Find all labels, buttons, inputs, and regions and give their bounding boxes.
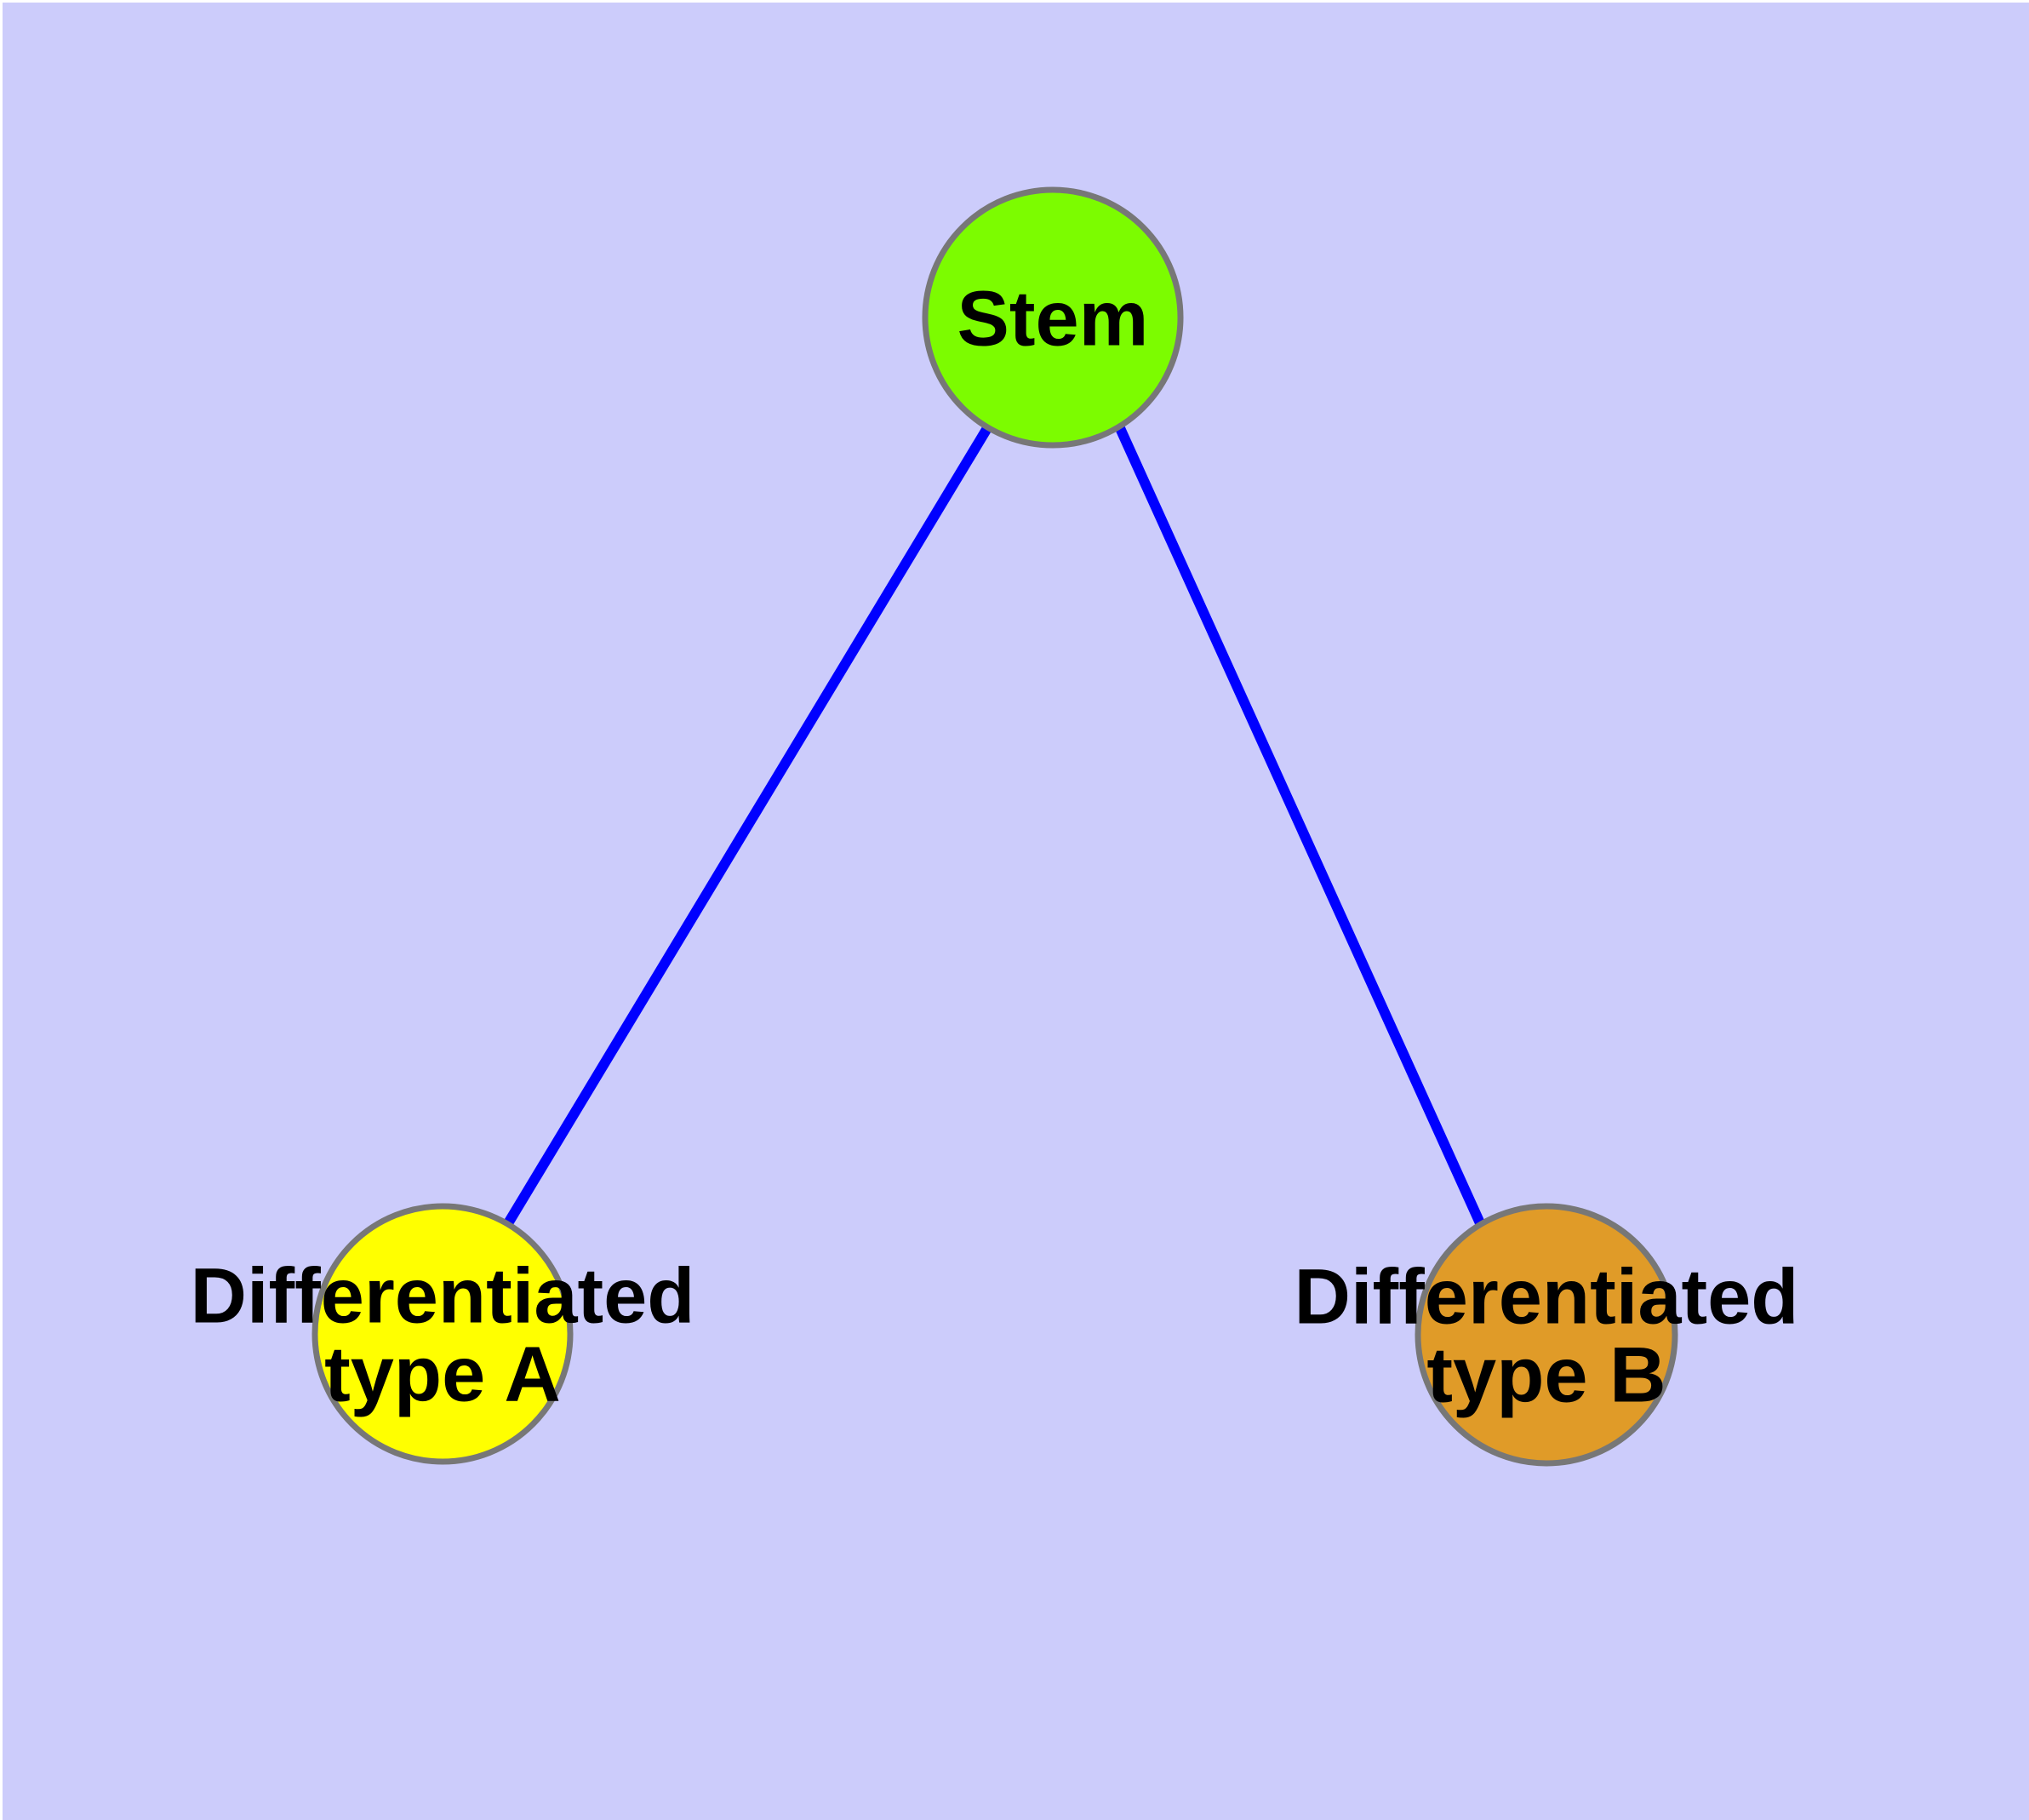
node-circle-diff_a[interactable] [311, 1203, 574, 1465]
node-label-line: type A [324, 1331, 561, 1418]
node-stem[interactable]: Stem [922, 186, 1184, 449]
edge-stem-to-diff-a[interactable] [503, 425, 992, 1227]
node-label-line: Differentiated [191, 1253, 695, 1340]
node-label-line: Differentiated [1295, 1254, 1799, 1341]
edge-stem-to-diff-b[interactable] [1115, 426, 1486, 1228]
node-circle-diff_b[interactable] [1415, 1203, 1678, 1467]
node-label-line: type B [1426, 1332, 1666, 1419]
edges-layer [503, 425, 1486, 1228]
node-label-line: Stem [957, 276, 1149, 363]
node-circle-stem[interactable] [922, 186, 1184, 449]
node-label-stem: Stem [957, 276, 1149, 363]
